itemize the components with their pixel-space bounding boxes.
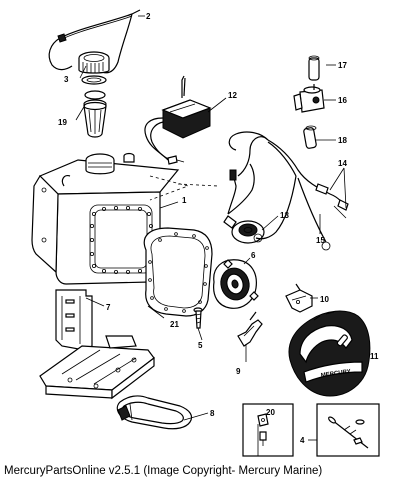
callout-13: 13 — [280, 211, 289, 220]
part-10-bracket — [285, 283, 313, 313]
part-3-filler-cap — [78, 51, 110, 85]
part-9-clip — [237, 311, 263, 347]
callout-11: 11 — [370, 352, 379, 361]
part-12-warning-module — [144, 75, 212, 165]
callout-19: 19 — [58, 118, 67, 127]
callout-16: 16 — [338, 96, 347, 105]
callout-4: 4 — [300, 436, 305, 445]
part-7-mounting-bracket — [39, 289, 155, 400]
part-5-screw — [193, 307, 203, 329]
part-18-hose-barb — [303, 125, 317, 149]
callout-9: 9 — [236, 367, 241, 376]
leader-lines — [75, 15, 347, 456]
part-2-cord — [48, 9, 141, 74]
part-8-strap — [116, 395, 193, 430]
callout-14: 14 — [338, 159, 347, 168]
part-21-gasket — [143, 227, 213, 317]
part-4-hardware-box — [316, 403, 380, 457]
callout-7: 7 — [106, 303, 111, 312]
callout-6: 6 — [251, 251, 256, 260]
assembly-dashed-line — [149, 175, 190, 201]
copyright-footer: MercuryPartsOnline v2.5.1 (Image Copyrig… — [4, 465, 323, 477]
callout-3: 3 — [64, 75, 69, 84]
assembly-dashed-line — [177, 183, 219, 187]
part-20-hardware-box — [242, 403, 294, 457]
part-6-pump-diaphragm — [213, 259, 259, 309]
callout-21: 21 — [170, 320, 179, 329]
callout-12: 12 — [228, 91, 237, 100]
part-13-sender-unit — [223, 136, 269, 244]
part-11-cover: MERCURY — [288, 310, 371, 397]
callout-labels: 2 3 19 1 12 13 17 16 18 14 15 6 21 5 7 9… — [58, 12, 379, 445]
callout-15: 15 — [316, 236, 325, 245]
part-14-15-wire-harness — [228, 131, 349, 251]
callout-18: 18 — [338, 136, 347, 145]
part-17-fitting-tube — [308, 55, 320, 81]
callout-17: 17 — [338, 61, 347, 70]
part-19-filler-strainer — [83, 90, 107, 138]
callout-1: 1 — [182, 196, 187, 205]
part-16-fitting-body — [293, 84, 325, 113]
callout-10: 10 — [320, 295, 329, 304]
callout-20: 20 — [266, 408, 275, 417]
part-1-fuel-tank — [31, 152, 180, 285]
exploded-parts-diagram: MERCURY — [31, 9, 380, 457]
callout-5: 5 — [198, 341, 203, 350]
callout-2: 2 — [146, 12, 151, 21]
cover-brand-label: MERCURY — [321, 369, 352, 379]
callout-8: 8 — [210, 409, 215, 418]
